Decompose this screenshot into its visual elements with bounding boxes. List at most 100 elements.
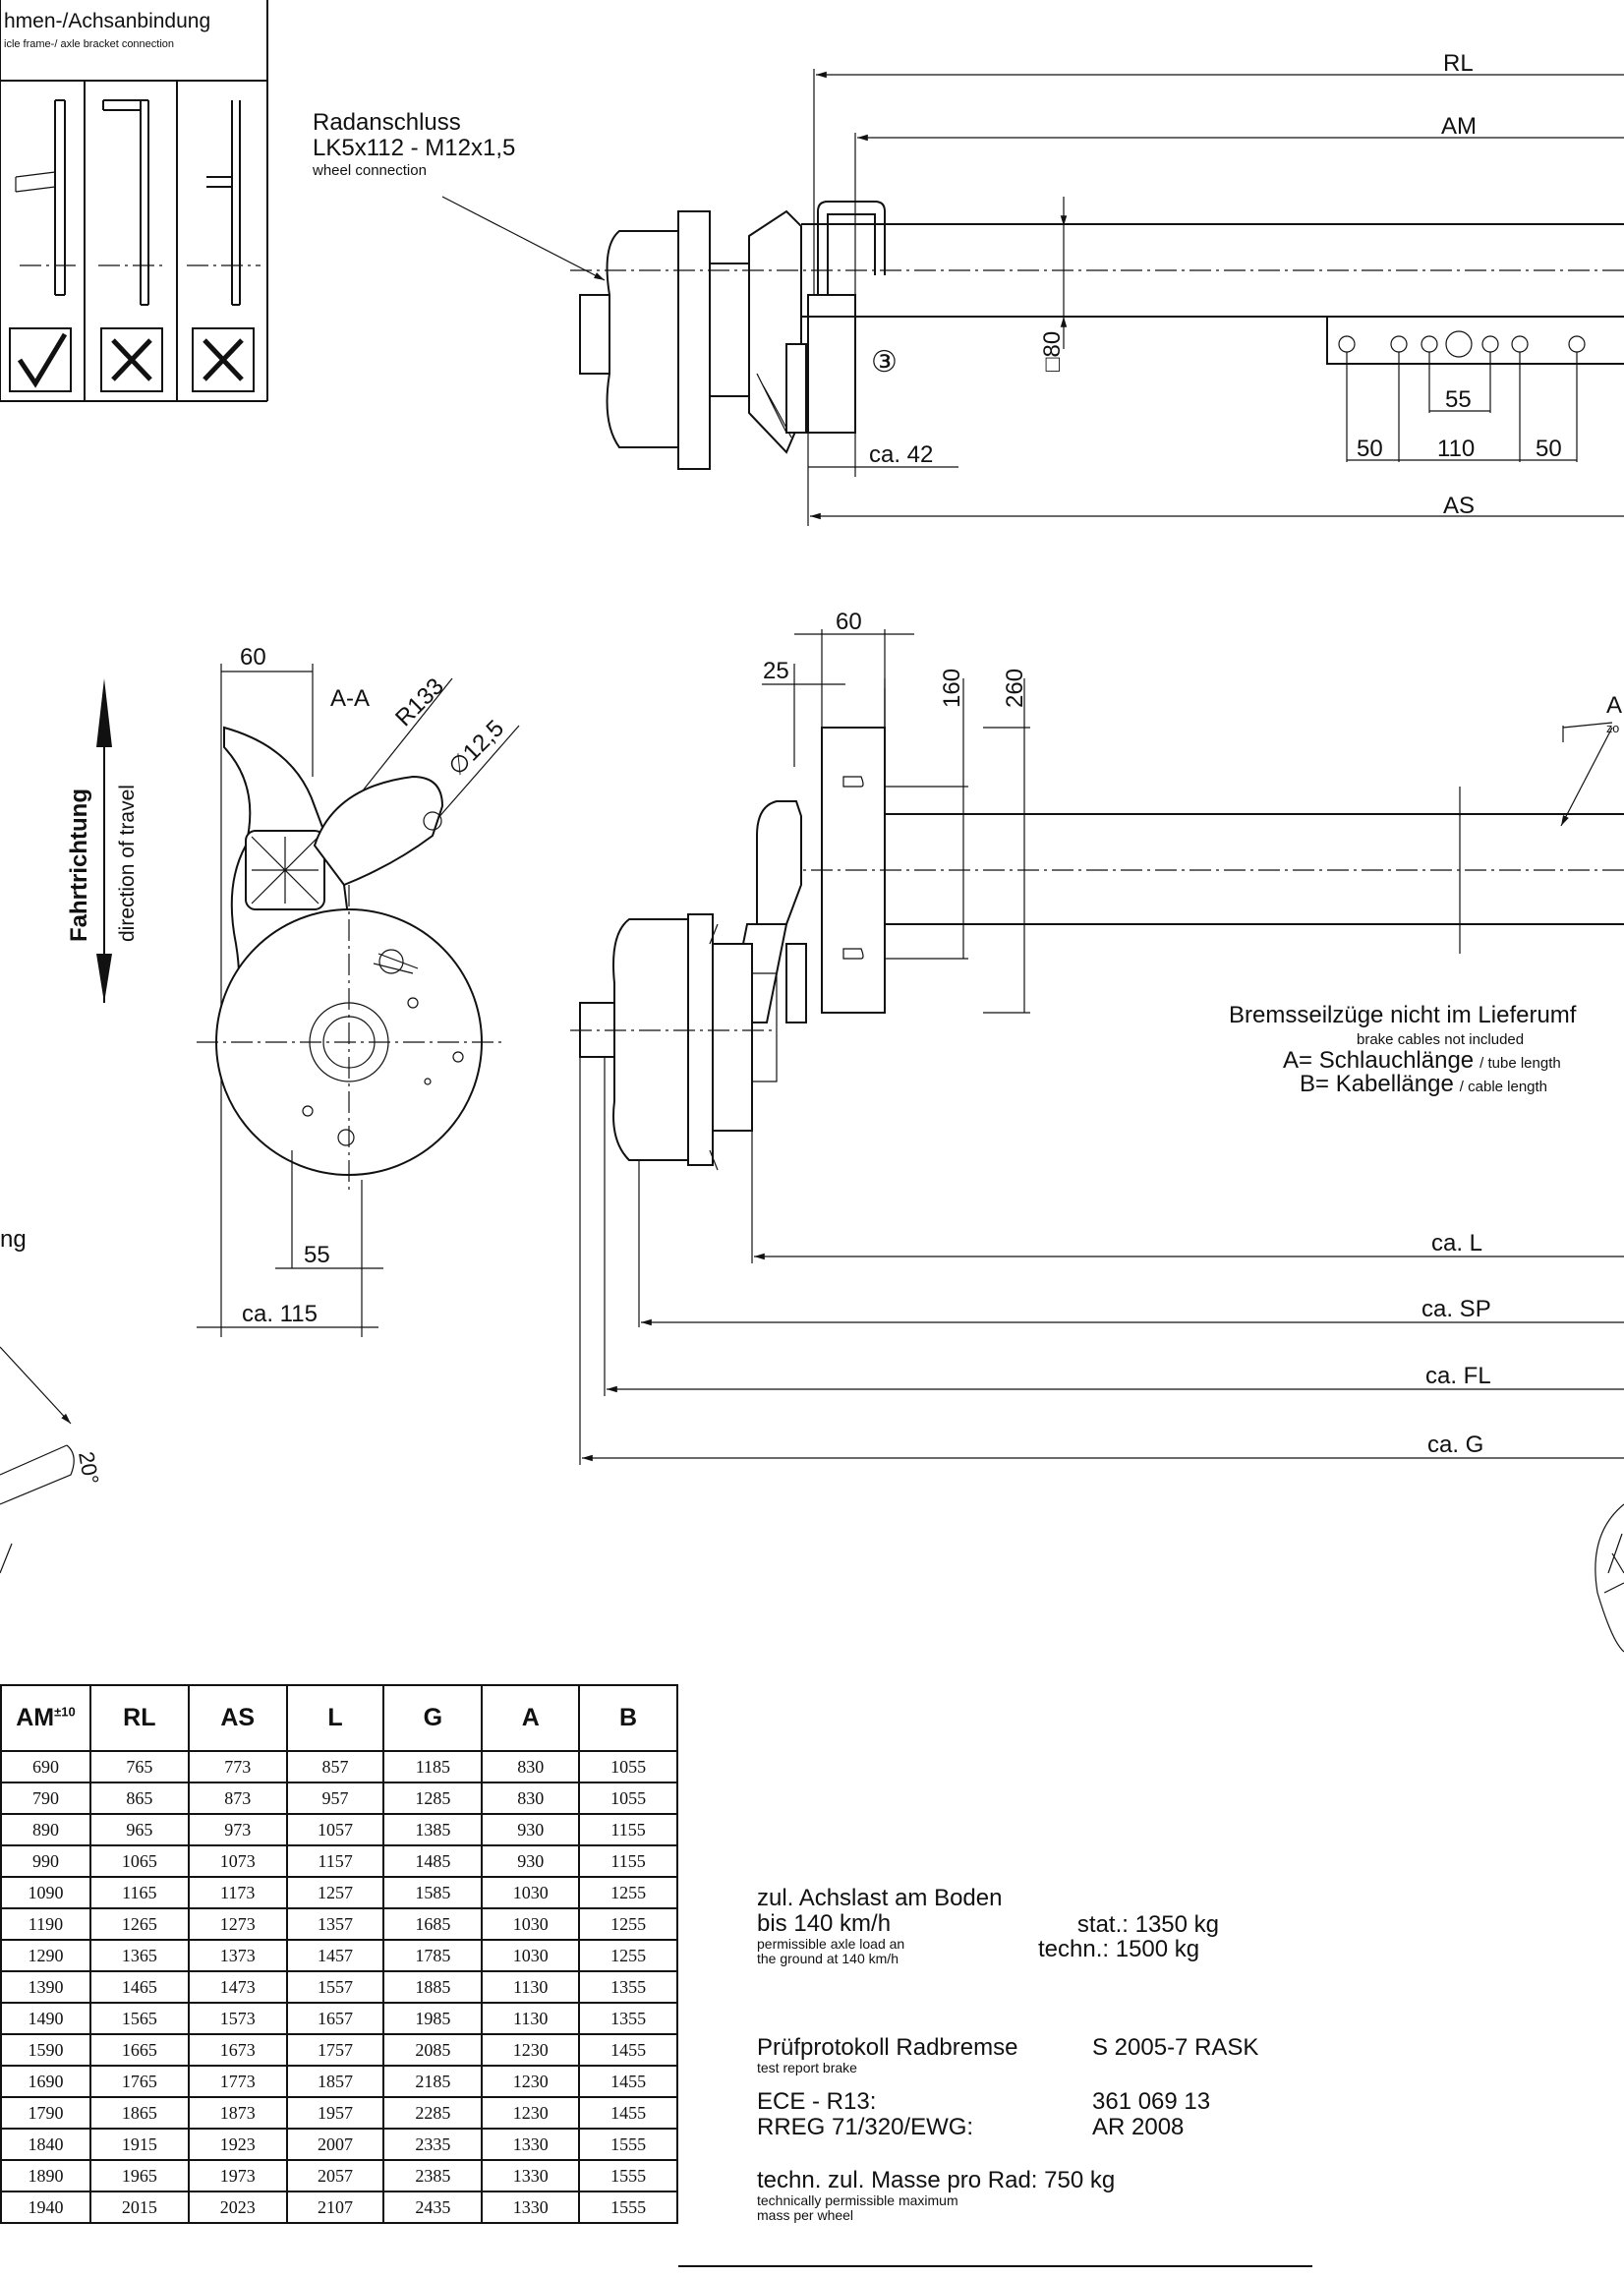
header-l: L: [285, 1684, 385, 1752]
brake-note-b-de: B= Kabellänge: [1300, 1071, 1454, 1097]
wheel-mass-label: techn. zul. Masse pro Rad:: [757, 2167, 1038, 2193]
table-cell: 1973: [187, 2159, 288, 2192]
table-cell: 1557: [285, 1970, 385, 2004]
table-cell: 1355: [578, 1970, 678, 2004]
table-cell: 790: [0, 1782, 91, 1815]
angle-fragment: ng 20°: [0, 1226, 103, 1574]
axle-load-line1: zul. Achslast am Boden: [757, 1885, 1003, 1911]
table-cell: 1455: [578, 2033, 678, 2067]
test-report-en: test report brake: [757, 2060, 857, 2075]
table-cell: 1230: [481, 2033, 581, 2067]
header-rl: RL: [88, 1684, 190, 1752]
travel-direction-arrow: Fahrtrichtung direction of travel: [66, 678, 139, 1003]
wheel-connection-spec: LK5x112 - M12x1,5: [313, 135, 515, 161]
table-cell: 830: [481, 1750, 581, 1783]
axle-load-en1: permissible axle load an: [757, 1936, 905, 1952]
cross-box-2: [192, 327, 255, 392]
brake-note-a-en: / tube length: [1479, 1055, 1561, 1072]
table-cell: 990: [0, 1844, 91, 1878]
front-dim-160: 160: [939, 669, 965, 708]
front-dim-260: 260: [1002, 669, 1028, 708]
table-cell: 1173: [187, 1876, 288, 1909]
table-cell: 1657: [285, 2002, 385, 2035]
dimension-ca-sp: ca. SP: [1421, 1296, 1491, 1322]
rreg-label: RREG 71/320/EWG:: [757, 2114, 974, 2140]
table-cell: 1857: [285, 2065, 385, 2098]
table-cell: 1573: [187, 2002, 288, 2035]
hole-spacing-50-right: 50: [1536, 436, 1562, 462]
rreg-value: AR 2008: [1092, 2114, 1185, 2140]
table-cell: 2285: [382, 2096, 484, 2130]
table-cell: 1030: [481, 1907, 581, 1941]
table-cell: 1373: [187, 1939, 288, 1972]
test-report-block: Prüfprotokoll Radbremse test report brak…: [757, 2035, 1017, 2140]
table-cell: 930: [481, 1844, 581, 1878]
table-cell: 1985: [382, 2002, 484, 2035]
table-cell: 1385: [382, 1813, 484, 1846]
frame-connection-box: hmen-/Achsanbindung icle frame-/ axle br…: [0, 0, 268, 402]
table-cell: 1255: [578, 1907, 678, 1941]
am-tolerance: ±10: [54, 1704, 76, 1720]
table-cell: 2085: [382, 2033, 484, 2067]
table-cell: 2185: [382, 2065, 484, 2098]
table-cell: 1355: [578, 2002, 678, 2035]
table-cell: 2107: [285, 2191, 385, 2224]
table-cell: 1273: [187, 1907, 288, 1941]
brake-note-b-en: / cable length: [1460, 1079, 1547, 1095]
table-cell: 1165: [88, 1876, 190, 1909]
section-width-60: 60: [240, 644, 266, 671]
cross-icon: [111, 338, 152, 381]
table-cell: 1457: [285, 1939, 385, 1972]
axle-load-block: zul. Achslast am Boden bis 140 km/h perm…: [757, 1886, 1002, 1966]
table-cell: 1465: [88, 1970, 190, 2004]
front-width-25: 25: [763, 658, 789, 684]
frame-box-subtitle: icle frame-/ axle bracket connection: [4, 38, 174, 50]
arrow-up-icon: [96, 678, 112, 747]
axle-load-line2: bis 140 km/h: [757, 1910, 892, 1937]
table-cell: 1330: [481, 2191, 581, 2224]
table-cell: 2435: [382, 2191, 484, 2224]
table-cell: 1555: [578, 2159, 678, 2192]
axle-top-view: Radanschluss LK5x112 - M12x1,5 wheel con…: [312, 50, 1624, 526]
table-cell: 2335: [382, 2128, 484, 2161]
table-cell: 2057: [285, 2159, 385, 2192]
brake-cable-note: Bremsseilzüge nicht im Lieferumf brake c…: [1229, 1002, 1577, 1097]
table-cell: 1155: [578, 1844, 678, 1878]
angle-20: 20°: [74, 1450, 103, 1487]
front-width-60: 60: [836, 609, 862, 635]
wheel-mass-block: techn. zul. Masse pro Rad: 750 kg techni…: [757, 2168, 1115, 2223]
table-cell: 1157: [285, 1844, 385, 1878]
check-mark-icon: [17, 332, 68, 388]
header-a: A: [481, 1684, 581, 1752]
wheel-connection-en: wheel connection: [312, 162, 427, 179]
table-cell: 1130: [481, 2002, 581, 2035]
table-cell: 1257: [285, 1876, 385, 1909]
table-cell: 830: [481, 1782, 581, 1815]
brake-note-en: brake cables not included: [1357, 1031, 1524, 1048]
travel-direction-de: Fahrtrichtung: [66, 789, 92, 942]
ece-label: ECE - R13:: [757, 2088, 877, 2115]
section-a-a-view: 60 A-A R133 ∅12,5 55 ca. 115: [197, 644, 520, 1337]
table-cell: 1673: [187, 2033, 288, 2067]
table-cell: 1155: [578, 1813, 678, 1846]
table-cell: 1290: [0, 1939, 91, 1972]
table-cell: 1785: [382, 1939, 484, 1972]
table-cell: 1473: [187, 1970, 288, 2004]
cut-label-ng: ng: [0, 1226, 27, 1253]
table-cell: 1130: [481, 1970, 581, 2004]
header-b: B: [578, 1684, 678, 1752]
table-cell: 1265: [88, 1907, 190, 1941]
table-cell: 1057: [285, 1813, 385, 1846]
table-cell: 1890: [0, 2159, 91, 2192]
table-cell: 1390: [0, 1970, 91, 2004]
